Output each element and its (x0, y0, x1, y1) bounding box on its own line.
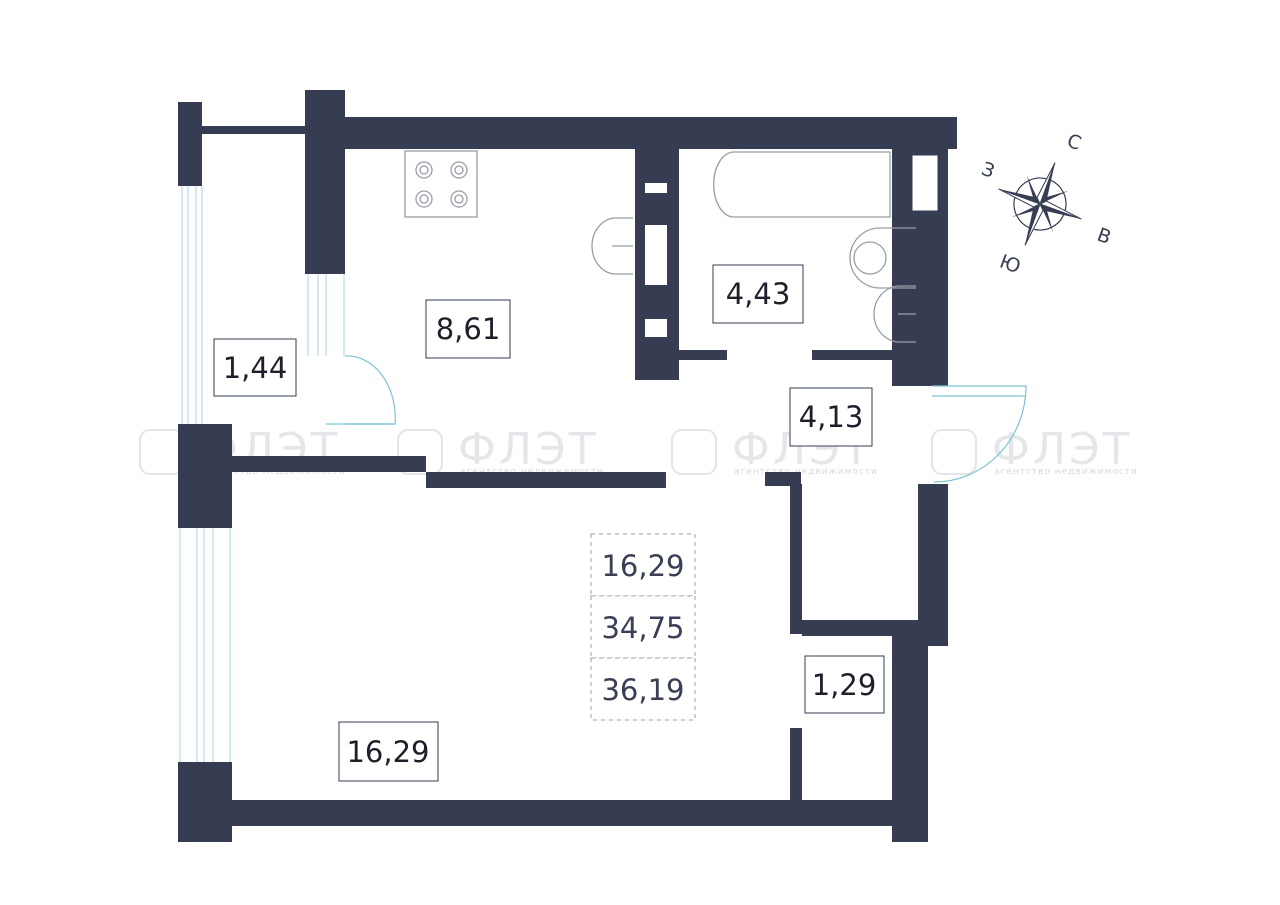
compass-rose (998, 162, 1082, 246)
kitchen-sink (591, 217, 633, 275)
summary-total-with-balcony: 36,19 (601, 673, 684, 707)
watermark-logo: ФЛЭТ агентство недвижимости (931, 424, 1138, 477)
room-area-bathroom: 4,43 (726, 277, 791, 311)
room-label-balcony: 1,44 (213, 338, 297, 397)
compass-west: З (979, 158, 998, 183)
watermark-logo: ФЛЭТ агентство недвижимости (397, 424, 603, 477)
compass-south: Ю (997, 251, 1024, 279)
watermark-subtitle: агентство недвижимости (994, 467, 1138, 477)
living-window (179, 528, 231, 762)
compass-north: С (1064, 130, 1084, 155)
windows (179, 186, 345, 762)
room-area-balcony: 1,44 (223, 351, 288, 385)
room-area-living: 16,29 (346, 735, 429, 769)
room-label-bathroom: 4,43 (712, 264, 804, 324)
room-area-storage: 1,29 (812, 668, 877, 702)
summary-total-area: 34,75 (601, 611, 684, 645)
watermark-brand: ФЛЭТ (458, 424, 599, 475)
wall-openings (645, 154, 939, 337)
balcony-window (181, 186, 203, 424)
room-label-storage: 1,29 (804, 655, 885, 714)
room-area-hallway: 4,13 (799, 400, 864, 434)
summary-living-area: 16,29 (601, 549, 684, 583)
washbasin (849, 227, 916, 289)
watermark-subtitle: агентство недвижимости (734, 467, 878, 477)
room-label-kitchen: 8,61 (425, 299, 511, 359)
toilet (873, 285, 916, 343)
entrance-door-swing (932, 385, 1027, 483)
stove (404, 150, 478, 218)
kitchen-balcony-door-glass (307, 274, 345, 356)
room-area-kitchen: 8,61 (436, 312, 501, 346)
compass-east: В (1094, 224, 1114, 249)
room-label-living: 16,29 (338, 721, 439, 782)
balcony-door-swing (326, 355, 396, 425)
room-label-hallway: 4,13 (789, 387, 873, 447)
area-summary: 16,29 34,75 36,19 (590, 533, 696, 721)
bathtub (713, 151, 891, 218)
